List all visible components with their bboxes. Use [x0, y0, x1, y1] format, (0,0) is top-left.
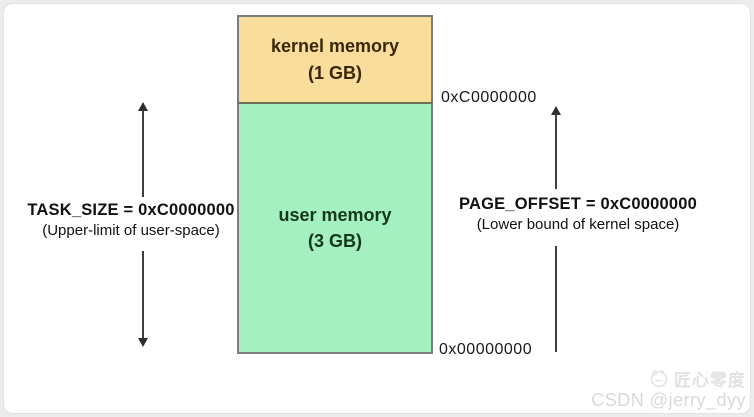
task-size-annotation: TASK_SIZE = 0xC0000000 (Upper-limit of u…: [18, 201, 244, 239]
user-memory-label: user memory: [278, 204, 392, 225]
arrow-up-icon: [138, 102, 148, 111]
page-offset-subtitle: (Lower bound of kernel space): [476, 216, 680, 233]
watermark: 匠心零度 CSDN @jerry_dyy: [591, 367, 746, 411]
page-offset-annotation: PAGE_OFFSET = 0xC0000000 (Lower bound of…: [433, 195, 723, 233]
boundary-address-label: 0xC0000000: [441, 89, 537, 106]
user-memory-box: user memory (3 GB): [237, 104, 433, 354]
kernel-memory-label: kernel memory: [270, 36, 400, 57]
page-offset-title: PAGE_OFFSET = 0xC0000000: [459, 195, 697, 213]
task-size-subtitle: (Upper-limit of user-space): [42, 222, 220, 239]
user-memory-size: (3 GB): [308, 231, 362, 251]
arrow-up-icon: [551, 106, 561, 115]
brand-logo-icon: [649, 368, 669, 388]
arrow-down-icon: [138, 338, 148, 347]
base-address-label: 0x00000000: [439, 341, 533, 358]
kernel-memory-size: (1 GB): [308, 62, 362, 83]
task-size-title: TASK_SIZE = 0xC0000000: [27, 201, 235, 219]
brand-name: 匠心零度: [674, 370, 746, 390]
watermark-credit: CSDN @jerry_dyy: [591, 390, 746, 410]
kernel-memory-box: kernel memory (1 GB): [237, 15, 433, 104]
